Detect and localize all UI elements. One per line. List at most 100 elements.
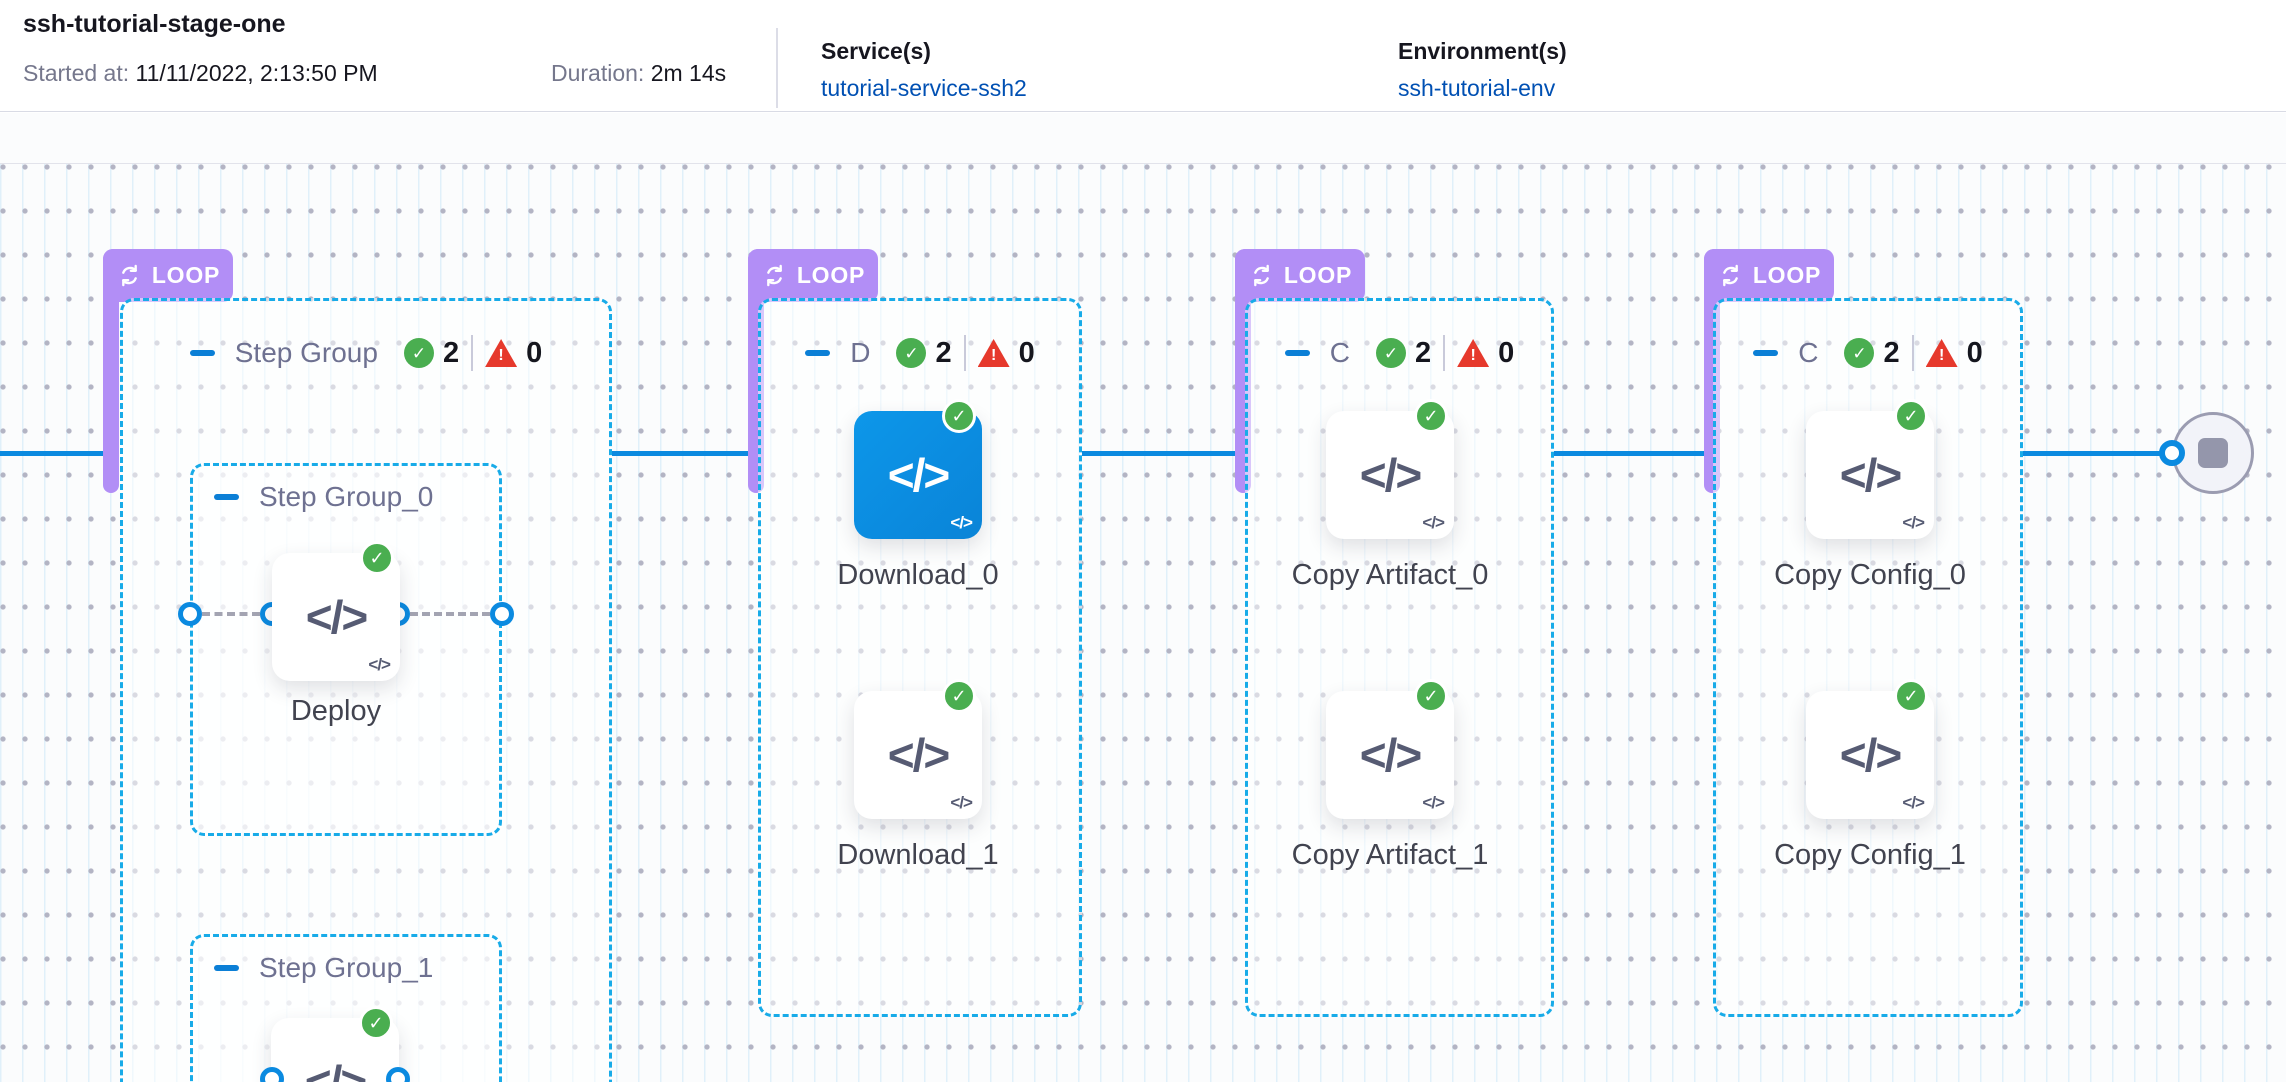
success-count: 2 — [442, 336, 460, 369]
step-node-copy-config-0[interactable]: </> </> ✓ — [1806, 399, 1934, 539]
step-group-box-4[interactable] — [1713, 298, 2023, 1017]
mini-code-icon: </> — [950, 793, 973, 812]
mini-code-icon: </> — [1422, 513, 1445, 532]
collapse-dash-icon[interactable] — [1284, 350, 1310, 356]
loop-badge[interactable]: LOOP — [748, 249, 878, 302]
connector-dashed-line — [202, 612, 260, 616]
warning-glyph: ! — [990, 347, 997, 364]
loop-icon — [121, 264, 137, 287]
warning-icon: ! — [977, 339, 1010, 367]
step-node-label: Deploy — [290, 695, 382, 727]
status-success-badge: ✓ — [1894, 399, 1928, 433]
code-icon: </> — [304, 1056, 368, 1082]
check-glyph: ✓ — [1903, 686, 1919, 706]
step-node-label: Copy Artifact_0 — [1291, 559, 1489, 591]
pipeline-link-line — [2023, 451, 2173, 456]
check-glyph: ✓ — [951, 686, 967, 706]
check-glyph: ✓ — [369, 548, 385, 568]
warning-icon: ! — [485, 339, 518, 367]
step-node-partial[interactable]: </> ✓ — [271, 1006, 399, 1082]
success-check-icon: ✓ — [896, 338, 927, 368]
mini-code-icon: </> — [1902, 513, 1925, 532]
status-success-badge: ✓ — [1414, 399, 1448, 433]
status-counts: ✓ 2 ! 0 — [1375, 335, 1515, 371]
step-node-copy-artifact-0[interactable]: </> </> ✓ — [1326, 399, 1454, 539]
loop-badge[interactable]: LOOP — [103, 249, 233, 302]
pipeline-link-line — [1554, 451, 1713, 456]
step-group-label[interactable]: Step Group_1 — [259, 952, 434, 983]
step-node-label: Copy Artifact_1 — [1291, 839, 1489, 871]
success-check-icon: ✓ — [1844, 338, 1875, 368]
stage-end-node — [2172, 412, 2254, 494]
connector-ring[interactable] — [490, 602, 514, 626]
collapse-dash-icon[interactable] — [214, 965, 239, 971]
connector-ring[interactable] — [178, 602, 202, 626]
step-group-label[interactable]: C — [1329, 337, 1350, 368]
loop-badge-label: LOOP — [796, 262, 866, 288]
warning-glyph: ! — [1470, 347, 1476, 364]
pipeline-link-line — [1082, 451, 1245, 456]
connector-dashed-line — [410, 612, 490, 616]
status-success-badge: ✓ — [359, 1006, 393, 1040]
count-divider — [963, 335, 966, 371]
check-glyph: ✓ — [904, 343, 919, 363]
step-node-download-1[interactable]: </> </> ✓ — [854, 679, 982, 819]
check-glyph: ✓ — [411, 343, 427, 363]
step-group-box-2[interactable] — [758, 298, 1082, 1017]
header-divider — [776, 28, 778, 108]
canvas-top-divider — [0, 163, 2286, 164]
step-group-label[interactable]: C — [1798, 337, 1819, 368]
connector-ring[interactable] — [260, 1067, 284, 1082]
duration: Duration: 2m 14s — [551, 60, 726, 87]
check-glyph: ✓ — [1423, 686, 1439, 706]
status-success-badge: ✓ — [942, 679, 976, 713]
pipeline-graph-canvas[interactable]: LOOP LOOP LOOP LOOP Step Group ✓ 2 ! — [0, 113, 2286, 1082]
failure-count: 0 — [526, 336, 543, 369]
step-group-label[interactable]: D — [850, 337, 871, 368]
loop-icon — [1253, 264, 1269, 287]
step-node-download-0[interactable]: </> </> ✓ — [854, 399, 982, 539]
step-node-copy-config-1[interactable]: </> </> ✓ — [1806, 679, 1934, 819]
status-counts: ✓ 2 ! 0 — [1844, 335, 1983, 371]
step-node-copy-artifact-1[interactable]: </> </> ✓ — [1326, 679, 1454, 819]
collapse-dash-icon[interactable] — [1753, 350, 1779, 356]
step-node-label: Copy Config_1 — [1774, 839, 1966, 871]
success-check-icon: ✓ — [403, 338, 434, 368]
service-link[interactable]: tutorial-service-ssh2 — [821, 75, 1027, 101]
stage-title: ssh-tutorial-stage-one — [23, 10, 286, 38]
mini-code-icon: </> — [368, 655, 391, 674]
duration-value: 2m 14s — [650, 60, 727, 86]
check-glyph: ✓ — [1383, 343, 1399, 363]
step-group-label[interactable]: Step Group — [234, 337, 378, 368]
loop-badge-label: LOOP — [1283, 262, 1353, 288]
loop-badge[interactable]: LOOP — [1235, 249, 1365, 302]
inner-step-group-header: Step Group_0 — [214, 477, 494, 517]
step-group-header: D ✓ 2 ! 0 — [758, 333, 1082, 373]
failure-count: 0 — [1498, 336, 1515, 369]
step-node-deploy[interactable]: </> </> ✓ — [272, 541, 400, 681]
warning-icon: ! — [1457, 339, 1490, 367]
connector-ring[interactable] — [386, 1067, 410, 1082]
environment-link[interactable]: ssh-tutorial-env — [1398, 75, 1556, 101]
step-group-label[interactable]: Step Group_0 — [259, 481, 434, 512]
failure-count: 0 — [1018, 336, 1035, 369]
started-at: Started at: 11/11/2022, 2:13:50 PM — [23, 60, 378, 87]
code-icon: </> — [887, 449, 951, 501]
step-group-header: C ✓ 2 ! 0 — [1245, 333, 1554, 373]
collapse-dash-icon[interactable] — [805, 350, 831, 356]
code-icon: </> — [1359, 449, 1423, 501]
status-success-badge: ✓ — [1414, 679, 1448, 713]
loop-badge[interactable]: LOOP — [1704, 249, 1834, 302]
step-group-box-3[interactable] — [1245, 298, 1554, 1017]
success-count: 2 — [935, 336, 952, 369]
check-glyph: ✓ — [951, 406, 967, 426]
success-count: 2 — [1883, 336, 1900, 369]
failure-count: 0 — [1966, 336, 1983, 369]
loop-badge-label: LOOP — [1752, 262, 1822, 288]
status-success-badge: ✓ — [1894, 679, 1928, 713]
collapse-dash-icon[interactable] — [189, 350, 215, 356]
inner-step-group-header: Step Group_1 — [214, 948, 494, 988]
collapse-dash-icon[interactable] — [214, 494, 239, 500]
count-divider — [471, 335, 474, 371]
